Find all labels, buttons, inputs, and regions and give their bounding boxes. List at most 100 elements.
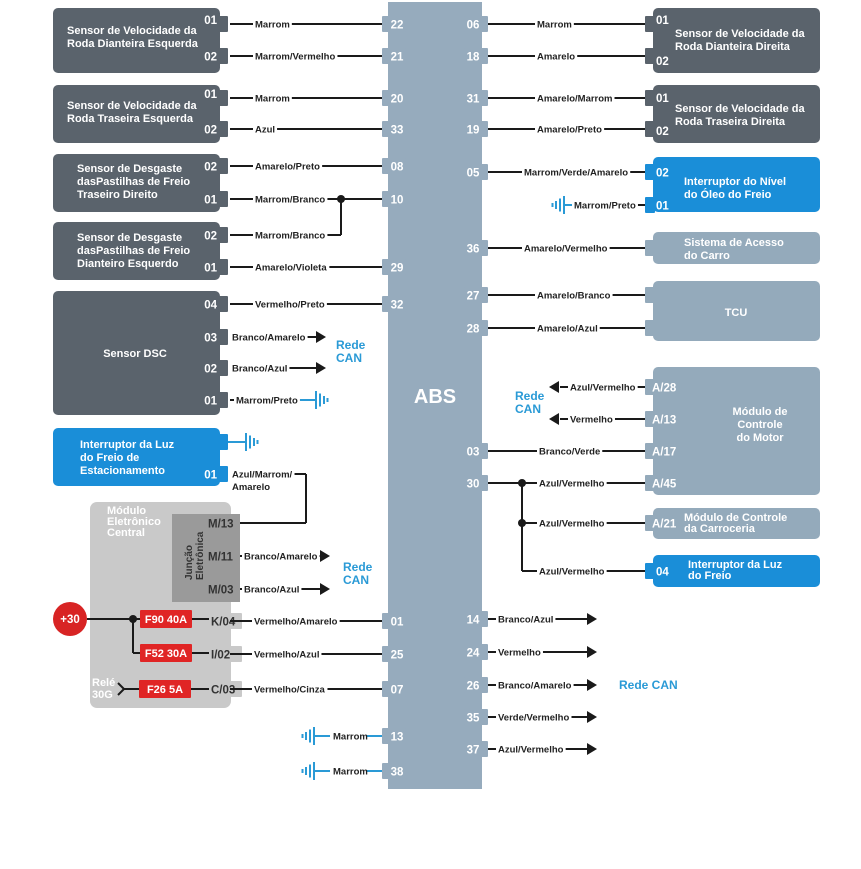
- pin-tab: [218, 329, 228, 345]
- pin-tab: [645, 240, 655, 256]
- wire-label: Vermelho/Azul: [254, 650, 319, 661]
- wire-label: Amarelo/Vermelho: [524, 244, 608, 255]
- module-title: Central: [107, 527, 145, 539]
- wire-label: Azul/Vermelho: [539, 519, 605, 530]
- module-title: Módulo de Controle: [684, 512, 787, 524]
- module-pin-label: 01: [204, 470, 217, 482]
- module-pin-label: M/11: [208, 552, 234, 564]
- wire-label: Branco/Verde: [539, 447, 600, 458]
- module-title: Traseiro Direito: [77, 189, 158, 201]
- module-pin-label: 01: [656, 201, 669, 213]
- wire-label: Amarelo/Preto: [255, 162, 320, 173]
- arrow-right-icon: [316, 331, 326, 343]
- wire-label-bg: [535, 92, 615, 106]
- pin-tab: [645, 48, 655, 64]
- pin-tab: [218, 121, 228, 137]
- pin-tab: [218, 158, 228, 174]
- wire-label-bg: [230, 331, 308, 345]
- pin-tab: [645, 411, 655, 427]
- arrow-right-icon: [320, 583, 330, 595]
- module-front-left-pad-sensor: [53, 222, 220, 280]
- abs-pin-label: 01: [391, 617, 404, 629]
- abs-pin-label: 28: [467, 324, 480, 336]
- wire-label-bg: [253, 193, 328, 207]
- pin-tab: [645, 515, 655, 531]
- arrow-right-icon: [587, 743, 597, 755]
- abs-pin-label: 27: [467, 291, 480, 303]
- module-pin-label: C/03: [211, 685, 235, 697]
- module-pin-label: 01: [204, 396, 217, 408]
- can-network-label: Rede: [343, 560, 373, 574]
- arrow-left-icon: [549, 381, 559, 393]
- abs-pin-label: 33: [391, 125, 404, 137]
- module-title: do Motor: [736, 432, 784, 444]
- module-title: Módulo: [107, 505, 146, 517]
- abs-pin-label: 14: [467, 615, 480, 627]
- fuse-label: F26 5A: [147, 684, 183, 696]
- module-title: Sistema de Acesso: [684, 237, 784, 249]
- abs-pin-label: 37: [467, 745, 480, 757]
- abs-pin-label: 05: [467, 168, 480, 180]
- module-title: Roda Dianteira Direita: [675, 41, 791, 53]
- pin-tab: [645, 197, 655, 213]
- ground-icon: [551, 196, 565, 214]
- module-title: Roda Dianteira Esquerda: [67, 38, 199, 50]
- fuse-label: F90 40A: [145, 614, 187, 626]
- arrow-right-icon: [587, 646, 597, 658]
- pin-tab: [218, 227, 228, 243]
- module-rear-right-pad-sensor: [53, 154, 220, 212]
- abs-pin-label: 26: [467, 681, 480, 693]
- module-title: do Freio de: [80, 452, 139, 464]
- wire-label-bg: [537, 445, 603, 459]
- module-front-right-speed-sensor: [653, 8, 820, 73]
- wire-label: Azul/Vermelho: [539, 479, 605, 490]
- wire-label: Branco/Amarelo: [498, 681, 572, 692]
- wire-label-bg: [253, 261, 330, 275]
- wire-label-bg: [253, 123, 278, 137]
- wire-label-bg: [230, 362, 290, 376]
- wire-label-bg: [496, 679, 574, 693]
- module-pin-label: 02: [204, 52, 217, 64]
- module-title: Sensor de Velocidade da: [675, 103, 805, 115]
- pin-tab: [218, 16, 228, 32]
- abs-pin-label: 38: [391, 767, 404, 779]
- pin-tab: [645, 287, 655, 303]
- wire-label-bg: [252, 683, 328, 697]
- pin-tab: [218, 48, 228, 64]
- module-title: Sensor DSC: [103, 348, 167, 360]
- module-pin-label: A/28: [652, 383, 677, 395]
- module-pin-label: 01: [656, 93, 669, 105]
- module-title: do Óleo do Freio: [684, 188, 772, 201]
- module-title: Sensor de Velocidade da: [67, 100, 197, 112]
- abs-pin-tab: [382, 191, 406, 207]
- module-pin-label: 01: [204, 89, 217, 101]
- wire-label: Amarelo/Marrom: [537, 94, 613, 105]
- pin-tab: [218, 466, 228, 482]
- module-pin-label: 01: [204, 195, 217, 207]
- wire-label-bg: [234, 394, 300, 408]
- module-rear-left-speed-sensor: [53, 85, 220, 143]
- module-pin-label: 02: [656, 126, 669, 138]
- wire-label: Amarelo/Azul: [537, 324, 598, 335]
- module-pin-label: 04: [204, 300, 217, 312]
- arrow-left-icon: [549, 413, 559, 425]
- module-title: Estacionamento: [80, 465, 165, 477]
- can-network-label: CAN: [515, 402, 541, 416]
- abs-pin-tab: [464, 320, 488, 336]
- abs-pin-label: 21: [391, 52, 404, 64]
- abs-pin-label: 13: [391, 732, 404, 744]
- module-pin-label: K/04: [211, 617, 236, 629]
- wire-label-bg: [568, 413, 615, 427]
- wire-label-bg: [253, 298, 327, 312]
- abs-pin-label: 08: [391, 162, 404, 174]
- module-body-control: [653, 508, 820, 539]
- abs-pin-tab: [382, 763, 406, 779]
- wire-label: Marrom: [255, 20, 290, 31]
- abs-pin-label: 07: [391, 685, 404, 697]
- wire-label: Vermelho: [498, 648, 541, 659]
- abs-pin-tab: [464, 443, 488, 459]
- module-pin-label: 02: [656, 56, 669, 68]
- battery-plus30-icon: [53, 602, 87, 636]
